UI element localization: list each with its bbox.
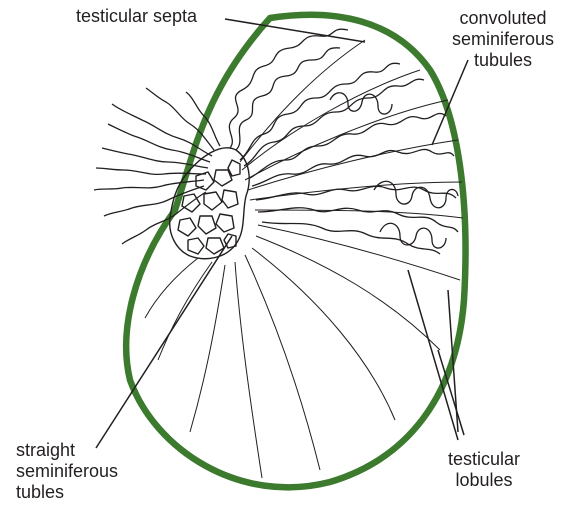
label-testicular-lobules: testicular lobules <box>448 449 520 491</box>
testis-capsule-outline <box>126 15 465 488</box>
label-line: tubules <box>452 50 554 71</box>
label-line: seminiferous <box>452 29 554 50</box>
label-convoluted-seminiferous-tubules: convoluted seminiferous tubules <box>452 8 554 71</box>
label-line: tubles <box>16 482 118 503</box>
label-line: convoluted <box>452 8 554 29</box>
label-testicular-septa-text: testicular septa <box>76 6 197 27</box>
label-line: lobules <box>448 470 520 491</box>
label-straight-seminiferous-tubles: straight seminiferous tubles <box>16 440 118 503</box>
label-line: straight <box>16 440 118 461</box>
label-line: testicular <box>448 449 520 470</box>
label-testicular-septa: testicular septa <box>76 6 197 27</box>
label-line: seminiferous <box>16 461 118 482</box>
